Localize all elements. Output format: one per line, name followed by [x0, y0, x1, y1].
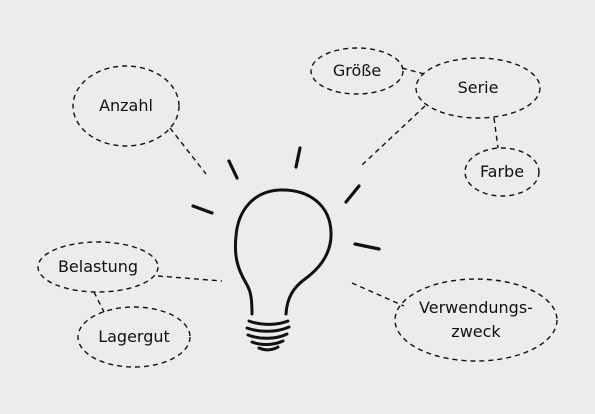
connector-belastung-bulb [157, 275, 223, 282]
connector-serie-farbe [493, 117, 499, 149]
node-serie-label: Serie [457, 78, 499, 97]
node-groesse-outline [310, 47, 404, 95]
lightbulb-icon [233, 188, 333, 352]
connector-bulb-verwendungszweck [351, 282, 405, 307]
node-anzahl-label: Anzahl [99, 96, 153, 115]
connector-belastung-lagergut [93, 291, 105, 313]
node-belastung-label: Belastung [57, 257, 139, 276]
connector-groesse-serie [401, 67, 425, 75]
node-farbe-label: Farbe [479, 162, 525, 181]
node-serie-outline [415, 57, 541, 119]
node-anzahl-outline [72, 65, 180, 147]
node-belastung-outline [37, 241, 159, 293]
node-farbe-outline [464, 147, 540, 197]
node-groesse-label: Größe [332, 61, 382, 80]
node-verwendungszweck-line2: zweck [451, 322, 501, 341]
node-lagergut-label: Lagergut [98, 327, 170, 346]
node-lagergut-outline [77, 306, 191, 368]
node-verwendungszweck-outline [394, 278, 558, 362]
connector-anzahl-bulb [169, 127, 207, 175]
connector-serie-bulb [361, 105, 426, 166]
light-rays-icon [191, 146, 381, 251]
node-verwendungszweck-line1: Verwendungs- [419, 298, 533, 317]
node-verwendungszweck-label: Verwendungs- zweck [419, 296, 533, 344]
